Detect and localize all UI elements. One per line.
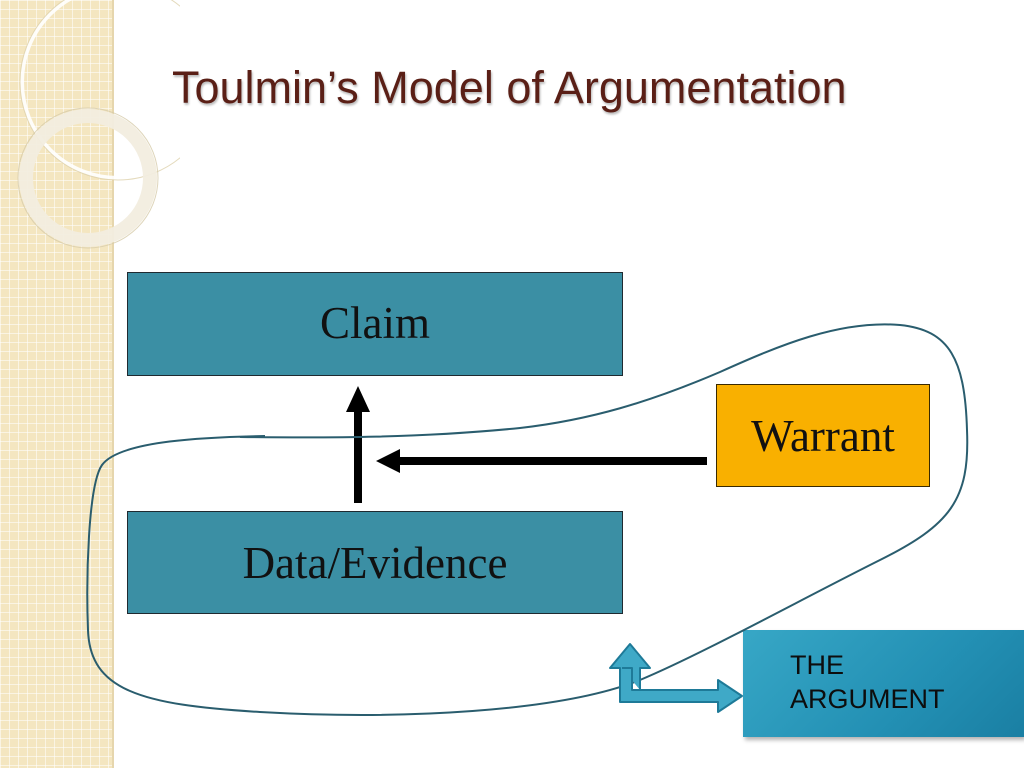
warrant-box: Warrant [716, 384, 930, 487]
claim-box: Claim [127, 272, 623, 376]
warrant-label: Warrant [751, 410, 895, 461]
slide-title: Toulmin’s Model of Argumentation [172, 62, 847, 113]
up-arrow-icon [346, 386, 370, 412]
argument-label-line1: THE [790, 650, 844, 680]
decorative-circle-large-edge [19, 0, 180, 181]
argument-callout: THE ARGUMENT [743, 630, 1024, 737]
decorative-circle-large [20, 0, 180, 180]
decorative-circles [17, 0, 180, 249]
evidence-box: Data/Evidence [127, 511, 623, 614]
claim-label: Claim [320, 298, 430, 348]
bent-double-arrow-icon [609, 643, 743, 713]
decorative-circle-ring-edge [17, 107, 159, 249]
argument-label-line2: ARGUMENT [790, 684, 945, 714]
decorative-circle-ring [19, 109, 157, 247]
evidence-label: Data/Evidence [242, 537, 508, 588]
left-arrow-icon [376, 449, 400, 473]
